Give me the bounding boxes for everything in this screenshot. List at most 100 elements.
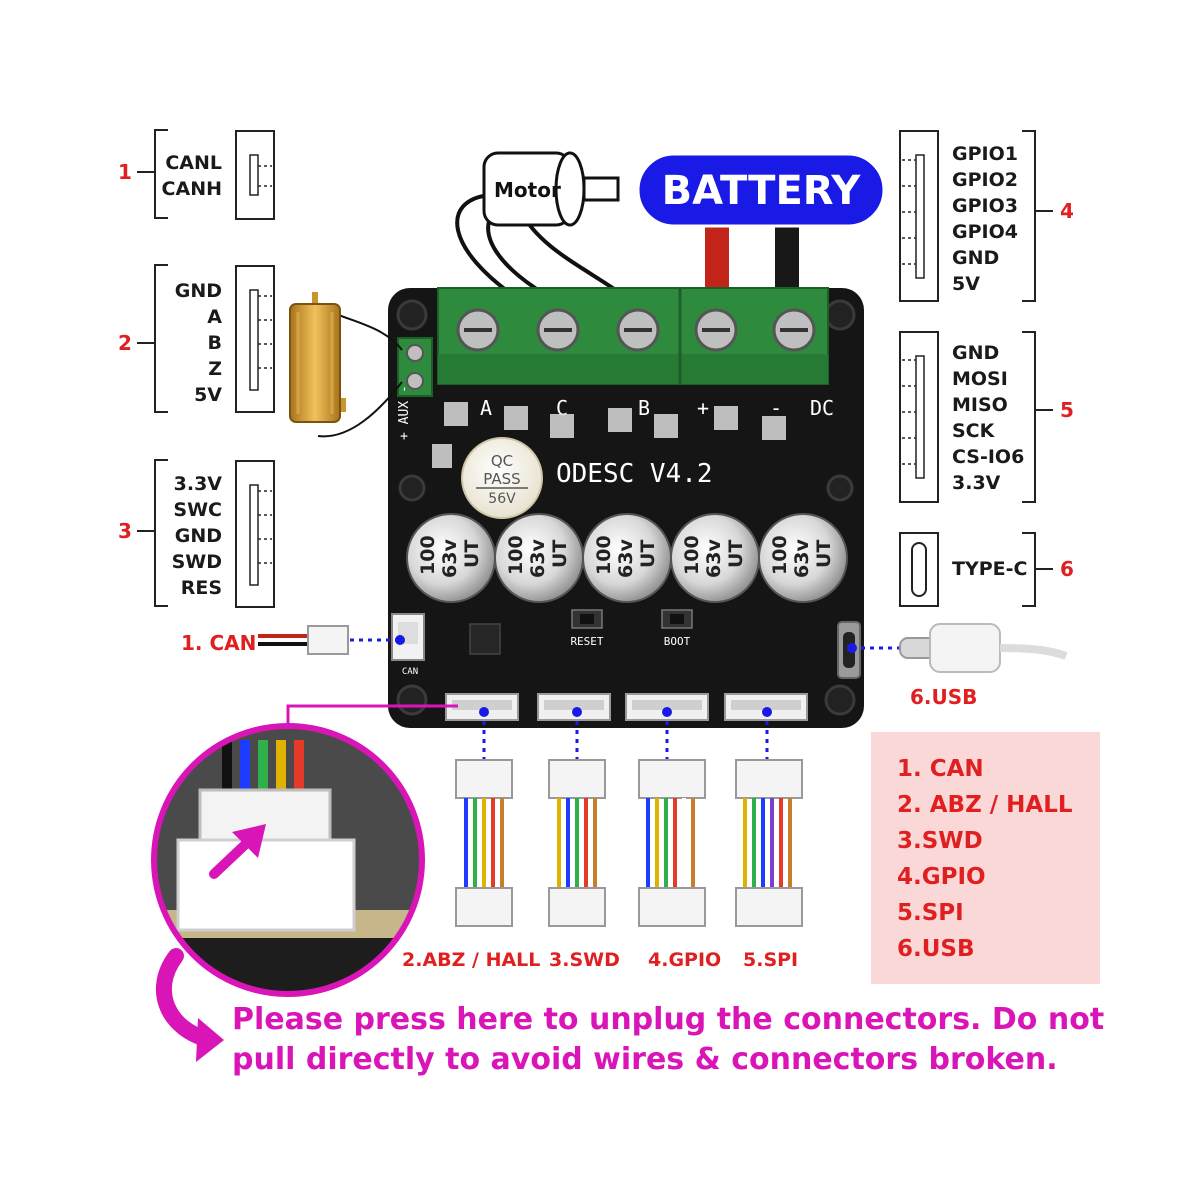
group-number: 2 xyxy=(118,331,132,355)
capacitor-rating: 100 xyxy=(769,535,791,575)
boot-button[interactable] xyxy=(661,609,693,629)
pin-group-5: 5 GND MOSI MISO SCK CS-IO6 3.3V xyxy=(899,331,1074,503)
group-number: 1 xyxy=(118,160,132,184)
legend-item: 4.GPIO xyxy=(897,864,986,890)
group-number: 3 xyxy=(118,519,132,543)
pin-label: 5V xyxy=(952,273,980,295)
connector-icon xyxy=(235,460,275,608)
capacitor-rating: 100 xyxy=(417,535,439,575)
pin-label: SWC xyxy=(173,499,222,521)
cable-label: 3.SWD xyxy=(549,949,620,971)
pin-label: GND xyxy=(175,280,222,302)
zoom-inset-connector xyxy=(151,723,425,997)
usb-callout: 6.USB xyxy=(910,685,977,709)
pin-label: 5V xyxy=(194,384,222,406)
power-terminal-block xyxy=(437,287,829,385)
capacitor-rating: UT xyxy=(461,540,483,568)
qc-pass-stamp: QC PASS 56V xyxy=(461,437,543,519)
pin-label: CANH xyxy=(162,178,222,200)
capacitor: 100 63v UT xyxy=(406,513,496,603)
capacitor-rating: UT xyxy=(637,540,659,568)
capacitor: 100 63v UT xyxy=(582,513,672,603)
cable-label: 5.SPI xyxy=(743,949,798,971)
legend-item: 1. CAN xyxy=(897,756,984,782)
can-silk-label: CAN xyxy=(402,667,418,677)
legend-box: 1. CAN 2. ABZ / HALL 3.SWD 4.GPIO 5.SPI … xyxy=(871,732,1100,984)
press-arrow-icon xyxy=(209,824,266,879)
legend-item: 5.SPI xyxy=(897,900,964,926)
link-dot xyxy=(395,635,405,645)
pin-label: CS-IO6 xyxy=(952,446,1024,468)
jst-header-swd[interactable] xyxy=(537,693,611,721)
aux-terminal xyxy=(397,337,433,397)
qc-stamp-line: QC xyxy=(491,452,513,470)
pin-label: SWD xyxy=(172,551,222,573)
motor-icon: Motor xyxy=(482,151,620,227)
pin-group-1: 1 CANL CANH xyxy=(118,129,275,220)
pin-label: A xyxy=(207,306,222,328)
pin-label: GND xyxy=(952,342,999,364)
pcb-board: + AUX - A C B + - DC xyxy=(289,287,864,728)
legend-item: 3.SWD xyxy=(897,828,983,854)
link-dot xyxy=(847,643,857,653)
cable-harness-gpio xyxy=(638,759,706,927)
can-cable xyxy=(258,625,349,655)
pin-group-4: 4 GPIO1 GPIO2 GPIO3 GPIO4 GND 5V xyxy=(899,130,1074,302)
pin-label: Z xyxy=(208,358,222,380)
cable-harness-abz xyxy=(455,759,513,927)
cable-harness-spi xyxy=(735,759,803,927)
warning-line: Please press here to unplug the connecto… xyxy=(232,1002,1105,1037)
warning-line: pull directly to avoid wires & connector… xyxy=(232,1042,1058,1077)
via-pads xyxy=(432,402,786,468)
capacitor-rating: 63v xyxy=(439,539,461,578)
group-number: 5 xyxy=(1060,398,1074,422)
capacitor-rating: 63v xyxy=(791,539,813,578)
capacitor-rating: UT xyxy=(725,540,747,568)
connector-icon xyxy=(235,130,275,220)
qc-stamp-line: PASS xyxy=(483,470,520,488)
connector-icon xyxy=(235,265,275,413)
usb-cable-icon xyxy=(899,623,1068,673)
capacitor-rating: 100 xyxy=(681,535,703,575)
connector-icon xyxy=(899,130,939,302)
can-callout: 1. CAN xyxy=(181,631,256,655)
motor-label: Motor xyxy=(494,178,561,202)
pin-label: CANL xyxy=(165,152,222,174)
reset-button[interactable] xyxy=(571,609,603,629)
pin-label: RES xyxy=(181,577,222,599)
group-number: 4 xyxy=(1060,199,1074,223)
phase-label: + xyxy=(697,396,709,420)
legend-item: 2. ABZ / HALL xyxy=(897,792,1073,818)
cable-harness-swd xyxy=(548,759,606,927)
phase-label: - xyxy=(770,396,782,420)
legend-item: 6.USB xyxy=(897,936,975,962)
pin-label: GPIO3 xyxy=(952,195,1018,217)
terminal-screw xyxy=(456,308,816,352)
pin-label: MOSI xyxy=(952,368,1008,390)
pin-label: GPIO2 xyxy=(952,169,1018,191)
pin-label: GND xyxy=(952,247,999,269)
capacitor: 100 63v UT xyxy=(758,513,848,603)
capacitor-rating: 63v xyxy=(527,539,549,578)
phase-label: DC xyxy=(810,396,834,420)
curved-arrow-icon xyxy=(155,948,224,1062)
pin-label: GPIO1 xyxy=(952,143,1018,165)
capacitor: 100 63v UT xyxy=(670,513,760,603)
connector-icon xyxy=(899,331,939,503)
usb-c-port-icon xyxy=(899,532,939,607)
pin-label: 3.3V xyxy=(174,473,223,495)
aux-label: + AUX - xyxy=(397,385,412,440)
dotted-links-down xyxy=(482,712,769,760)
pin-group-2: 2 GND A B Z 5V xyxy=(118,264,275,413)
capacitor-rating: UT xyxy=(549,540,571,568)
pin-group-3: 3 3.3V SWC GND SWD RES xyxy=(118,459,275,608)
capacitor: 100 63v UT xyxy=(494,513,584,603)
pin-label: GND xyxy=(175,525,222,547)
battery-badge: BATTERY xyxy=(636,152,886,228)
boot-label: BOOT xyxy=(664,635,691,648)
capacitor-rating: UT xyxy=(813,540,835,568)
pin-label: 3.3V xyxy=(952,472,1001,494)
capacitor-rating: 63v xyxy=(615,539,637,578)
unplug-warning: Please press here to unplug the connecto… xyxy=(232,1000,1132,1080)
battery-label: BATTERY xyxy=(662,168,862,214)
